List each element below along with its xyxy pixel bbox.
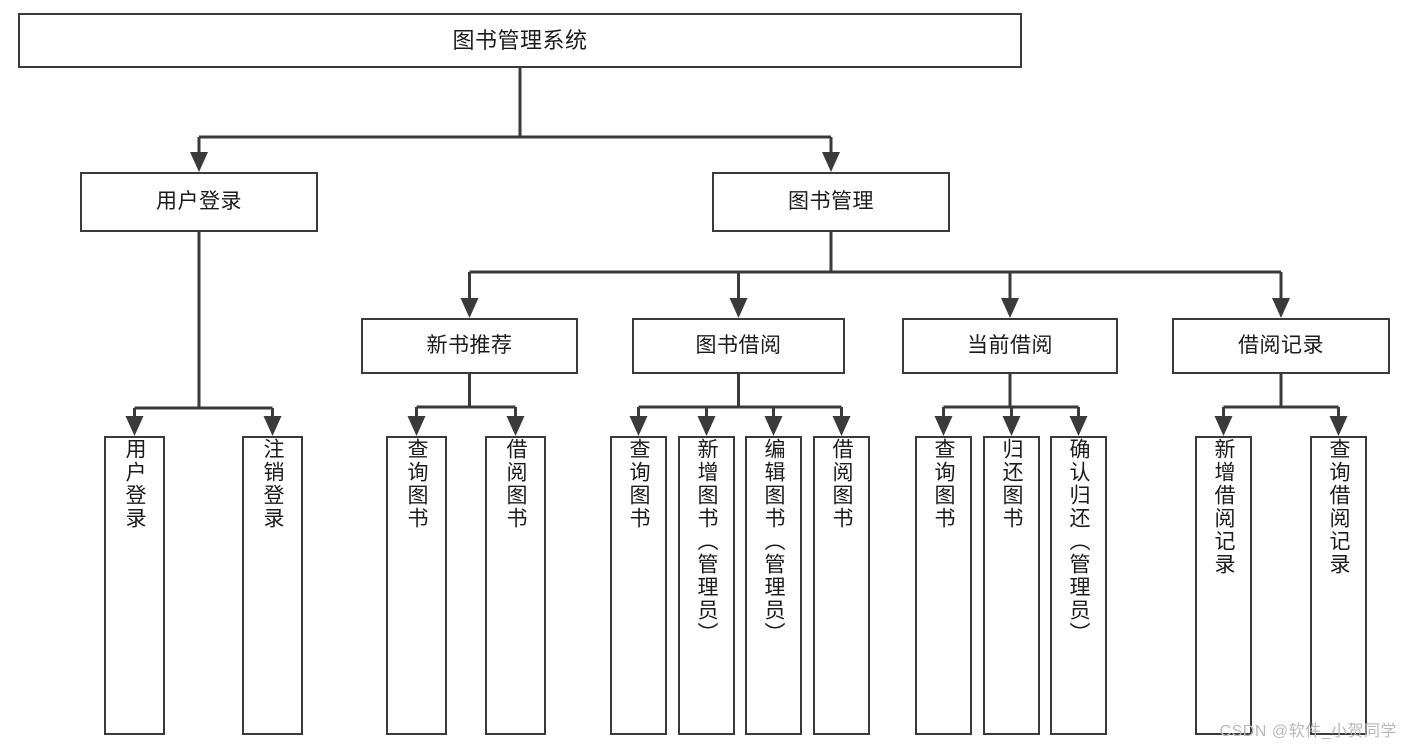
edge-arrow-l2c-to-leaf_c2-head (1002, 416, 1021, 436)
edge-arrow-l2a-to-leaf_n2-head (506, 416, 525, 436)
node-l2a[interactable]: 新书推荐 (361, 318, 578, 374)
watermark-label: CSDN @软件_小贺同学 (1219, 723, 1397, 740)
node-leaf_c3[interactable]: 确认归还（管理员） (1050, 436, 1107, 735)
node-label: 注销登录 (261, 438, 284, 530)
node-leaf_c1[interactable]: 查询图书 (915, 436, 972, 735)
edge-arrow-l2b-to-leaf_b1-head (629, 416, 648, 436)
node-label: 借阅图书 (830, 438, 853, 530)
node-l1b[interactable]: 图书管理 (712, 172, 950, 232)
node-label: 查询借阅记录 (1327, 438, 1350, 576)
node-l2d[interactable]: 借阅记录 (1172, 318, 1390, 374)
edge-arrow-l1a-to-leaf_login-head (125, 416, 144, 436)
node-label: 当前借阅 (967, 333, 1053, 357)
node-label: 编辑图书（管理员） (762, 438, 785, 645)
edge-arrow-l2d-to-leaf_d1-head (1214, 416, 1233, 436)
node-l1a[interactable]: 用户登录 (80, 172, 318, 232)
node-label: 新增图书（管理员） (695, 438, 718, 645)
node-label: 用户登录 (123, 438, 146, 530)
edge-arrow-l1b-to-l2c-head (1001, 298, 1019, 318)
node-leaf_b4[interactable]: 借阅图书 (813, 436, 870, 735)
node-root[interactable]: 图书管理系统 (18, 13, 1022, 68)
node-l2c[interactable]: 当前借阅 (902, 318, 1118, 374)
node-leaf_c2[interactable]: 归还图书 (983, 436, 1040, 735)
edge-arrow-l2b-to-leaf_b2-head (697, 416, 716, 436)
node-leaf_b3[interactable]: 编辑图书（管理员） (745, 436, 802, 735)
node-label: 新增借阅记录 (1212, 438, 1235, 576)
node-label: 查询图书 (627, 438, 650, 530)
node-leaf_b1[interactable]: 查询图书 (610, 436, 667, 735)
edge-arrow-l2a-to-leaf_n1-head (407, 416, 426, 436)
edge-arrow-root-to-l1a-head (190, 152, 208, 172)
node-label: 确认归还（管理员） (1067, 438, 1090, 645)
node-label: 图书管理系统 (452, 27, 588, 53)
node-label: 新书推荐 (426, 333, 513, 357)
edge-arrow-l1b-to-l2a-head (460, 298, 479, 318)
node-label: 借阅图书 (504, 438, 527, 530)
node-label: 借阅记录 (1238, 333, 1324, 357)
node-leaf_login[interactable]: 用户登录 (104, 436, 165, 735)
node-leaf_d1[interactable]: 新增借阅记录 (1195, 436, 1252, 735)
edge-arrow-l2b-to-leaf_b3-head (764, 416, 783, 436)
node-label: 查询图书 (405, 438, 428, 530)
edge-arrow-l2c-to-leaf_c1-head (934, 416, 953, 436)
edge-arrow-l2b-to-leaf_b4-head (832, 416, 851, 436)
node-leaf_b2[interactable]: 新增图书（管理员） (678, 436, 735, 735)
edge-arrow-l1a-to-leaf_logout-head (263, 416, 282, 436)
node-leaf_n2[interactable]: 借阅图书 (485, 436, 546, 735)
edge-arrow-root-to-l1b-head (822, 152, 840, 172)
edge-arrow-l1b-to-l2d-head (1272, 298, 1290, 318)
edge-arrow-l2d-to-leaf_d2-head (1329, 416, 1348, 436)
node-leaf_d2[interactable]: 查询借阅记录 (1310, 436, 1367, 735)
node-l2b[interactable]: 图书借阅 (632, 318, 845, 374)
node-label: 用户登录 (156, 189, 242, 213)
edge-arrow-l2c-to-leaf_c3-head (1069, 416, 1088, 436)
node-label: 查询图书 (932, 438, 955, 530)
edge-arrow-l1b-to-l2b-head (729, 298, 748, 318)
node-leaf_n1[interactable]: 查询图书 (386, 436, 447, 735)
node-label: 图书借阅 (695, 333, 782, 357)
node-label: 图书管理 (788, 189, 874, 213)
node-leaf_logout[interactable]: 注销登录 (242, 436, 303, 735)
node-label: 归还图书 (1000, 438, 1023, 530)
